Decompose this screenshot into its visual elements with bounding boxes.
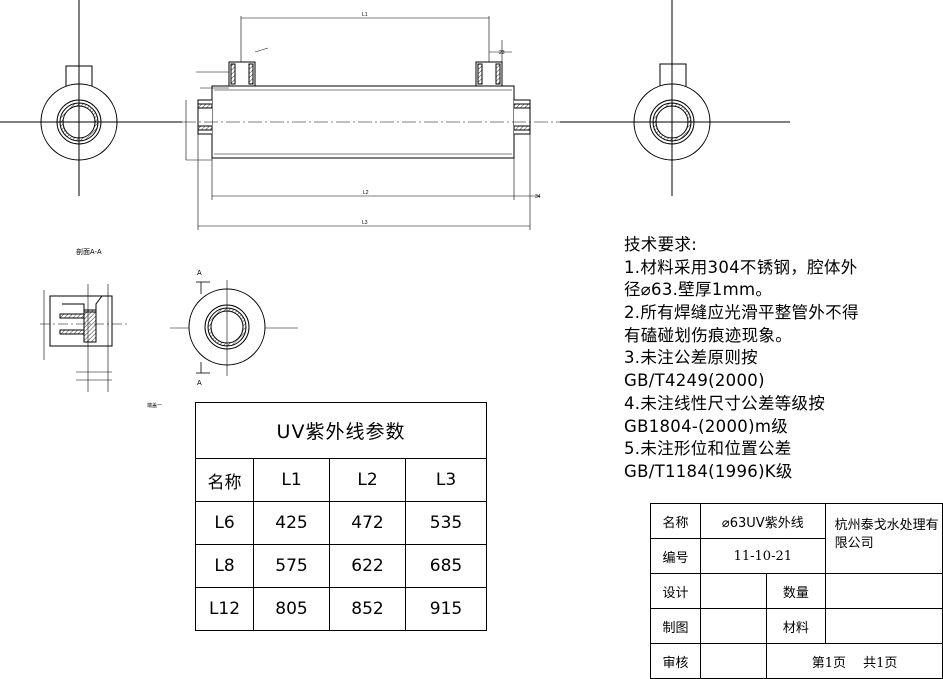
tech-line: 3.未注公差原则按 <box>624 348 758 368</box>
tech-line: GB/T4249(2000) <box>624 371 765 391</box>
tech-line: 1.材料采用304不锈钢，腔体外 <box>624 257 858 277</box>
table-cell: L6 <box>195 501 254 545</box>
left-end-view <box>0 0 182 196</box>
section-marker-top: A <box>197 270 202 277</box>
table-cell: 685 <box>405 544 487 588</box>
material-label: 材料 <box>766 608 826 644</box>
table-cell: 535 <box>405 501 487 545</box>
tech-line: 4.未注线性尺寸公差等级按 <box>624 393 826 413</box>
table-cell: 852 <box>329 587 406 631</box>
table-cell: L12 <box>195 587 254 631</box>
table-row: L6 425 472 535 <box>195 501 487 545</box>
quantity-label: 数量 <box>766 573 826 609</box>
tech-line: 2.所有焊缝应光滑平整管外不得 <box>624 303 859 323</box>
section-view <box>40 284 130 392</box>
review-label: 审核 <box>650 643 701 679</box>
title-block: 名称 ⌀63UV紫外线 杭州泰戈水处理有限公司 编号 11-10-21 设计 数… <box>650 503 943 679</box>
table-header-row: 名称 L1 L2 L3 <box>195 458 487 502</box>
header-cell: L1 <box>253 458 330 502</box>
table-cell: 805 <box>253 587 330 631</box>
page-info: 第1页 共1页 <box>766 643 943 679</box>
dim-34-label: 34 <box>535 194 541 200</box>
main-view-dimensions: L1 L2 L3 23 34 <box>362 12 541 226</box>
header-cell: 名称 <box>195 458 254 502</box>
number-value: 11-10-21 <box>699 538 826 574</box>
tech-line: GB/T1184(1996)K级 <box>624 461 793 481</box>
section-end-view <box>170 280 298 376</box>
company-name: 杭州泰戈水处理有限公司 <box>824 503 943 574</box>
name-value: ⌀63UV紫外线 <box>699 503 826 539</box>
end-cap-label: 端盖一 <box>147 402 162 409</box>
uv-parameter-table: UV紫外线参数 名称 L1 L2 L3 L6 425 472 535 L8 57… <box>195 402 487 631</box>
tech-line: 有磕碰划伤痕迹现象。 <box>624 325 792 345</box>
dim-l1-label: L1 <box>362 12 368 18</box>
design-value <box>699 573 768 609</box>
material-value <box>824 608 943 644</box>
tech-line: 技术要求: <box>624 235 698 254</box>
technical-requirements: 技术要求: 1.材料采用304不锈钢，腔体外 径⌀63.壁厚1mm。 2.所有焊… <box>624 234 942 484</box>
tech-line: 5.未注形位和位置公差 <box>624 439 792 459</box>
table-cell: L8 <box>195 544 254 588</box>
table-cell: 472 <box>329 501 406 545</box>
dim-l3-label: L3 <box>362 220 368 226</box>
tech-line: 径⌀63.壁厚1mm。 <box>624 280 773 300</box>
draw-value <box>699 608 768 644</box>
number-label: 编号 <box>650 538 701 574</box>
tech-line: GB1804-(2000)m级 <box>624 416 788 436</box>
header-cell: L2 <box>329 458 406 502</box>
table-row: L12 805 852 915 <box>195 587 487 631</box>
table-cell: 622 <box>329 544 406 588</box>
table-cell: 575 <box>253 544 330 588</box>
uv-table-title: UV紫外线参数 <box>195 402 487 459</box>
table-row: L8 575 622 685 <box>195 544 487 588</box>
review-value <box>699 643 768 679</box>
header-cell: L3 <box>405 458 487 502</box>
design-label: 设计 <box>650 573 701 609</box>
name-label: 名称 <box>650 503 701 539</box>
section-aa-label: 剖面A-A <box>76 247 102 256</box>
right-end-view <box>560 0 790 196</box>
dim-l2-label: L2 <box>363 190 369 196</box>
dim-23-label: 23 <box>499 50 505 56</box>
table-cell: 915 <box>405 587 487 631</box>
section-marker-bottom: A <box>197 380 202 387</box>
quantity-value <box>824 573 943 609</box>
table-cell: 425 <box>253 501 330 545</box>
draw-label: 制图 <box>650 608 701 644</box>
main-tube-view <box>160 16 560 230</box>
